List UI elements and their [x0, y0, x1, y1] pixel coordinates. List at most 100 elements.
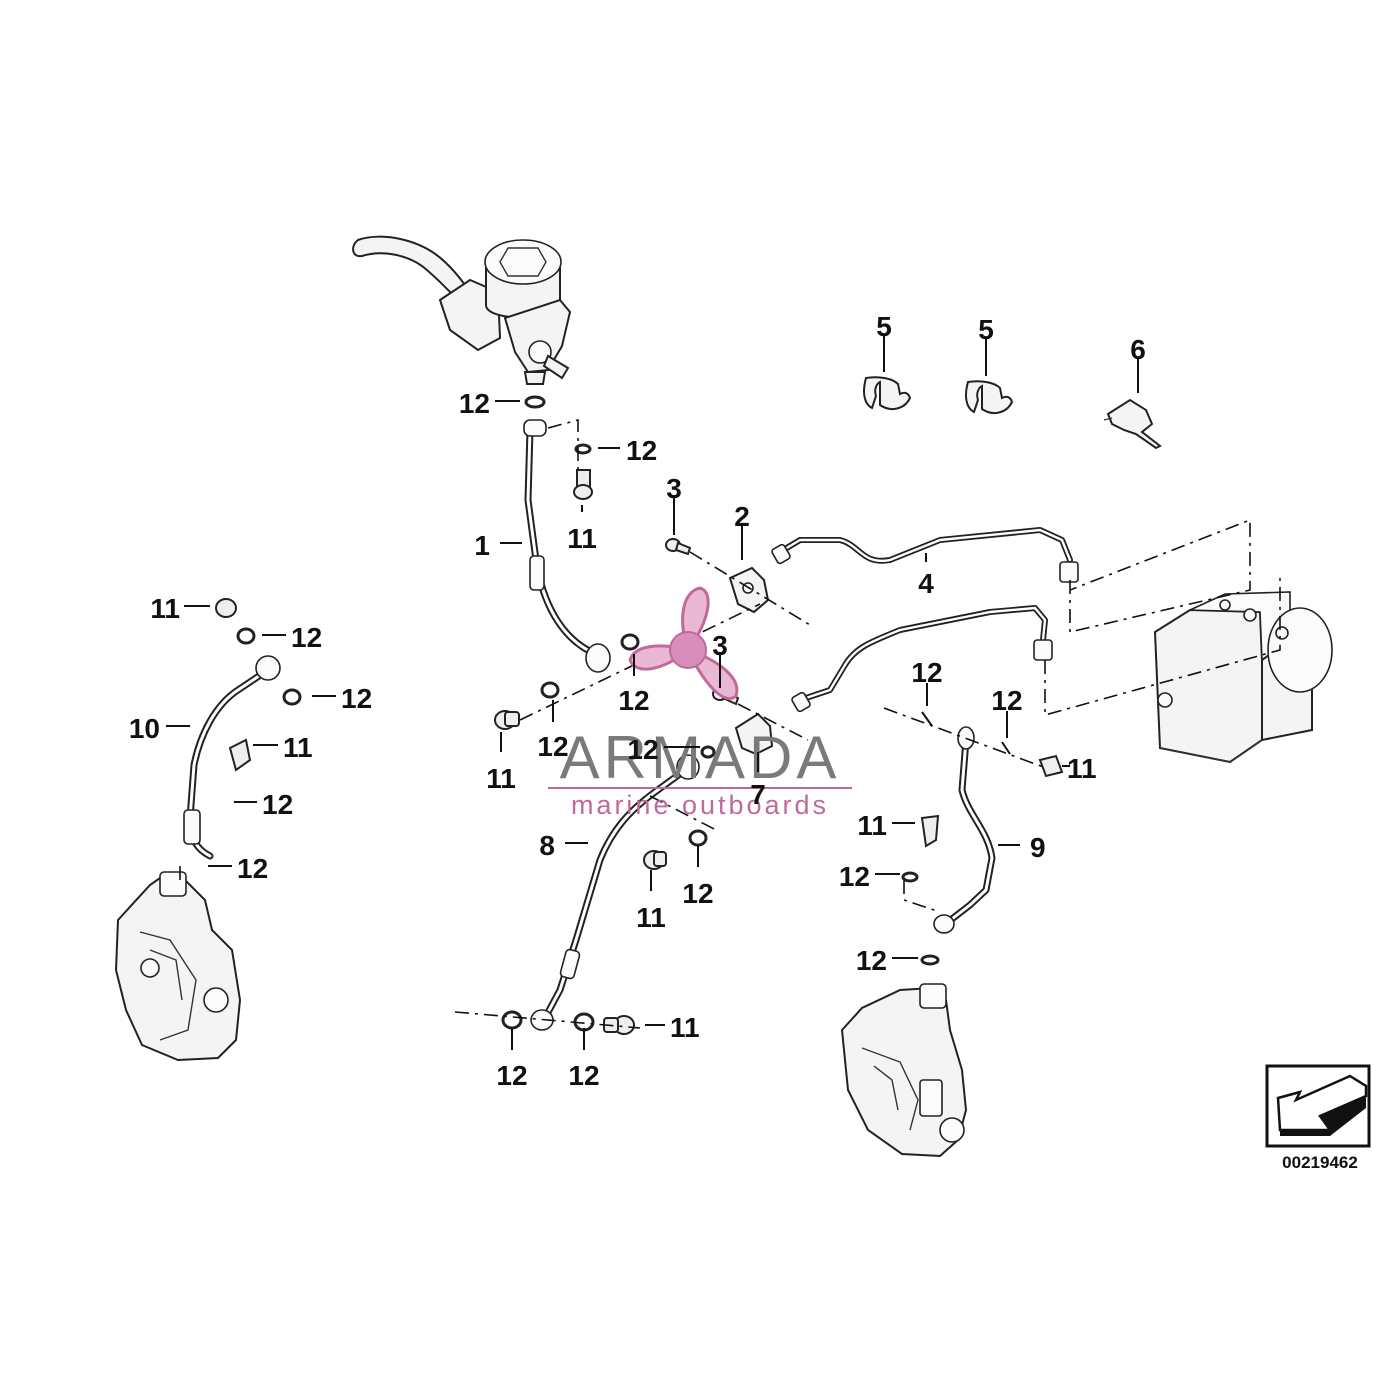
callout-number: 12: [568, 1060, 599, 1091]
callout-8: 8: [539, 830, 588, 861]
callout-12: 12: [598, 435, 657, 466]
pipe-holder: [1103, 398, 1162, 450]
callout-number: 12: [839, 861, 870, 892]
sealing-ring: [574, 443, 592, 455]
callout-12: 12: [627, 734, 700, 765]
sealing-ring: [540, 681, 560, 699]
callout-number: 11: [670, 1012, 700, 1043]
callout-number: 6: [1130, 334, 1146, 365]
pipe-clip: [965, 380, 1014, 415]
banjo-bolt: [573, 469, 593, 500]
callout-number: 12: [237, 853, 268, 884]
callout-number: 12: [911, 657, 942, 688]
callout-number: 12: [341, 683, 372, 714]
sealing-ring: [920, 954, 940, 966]
callout-number: 8: [539, 830, 555, 861]
callout-4: 4: [918, 553, 934, 599]
callout-1: 1: [474, 530, 522, 561]
brake-pipe-4: [771, 527, 1079, 713]
sealing-ring: [901, 871, 919, 883]
sealing-ring: [524, 395, 546, 409]
callout-12: 12: [856, 945, 918, 976]
callout-12: 12: [991, 685, 1023, 738]
callout-12: 12: [682, 845, 714, 909]
master-cylinder: [352, 235, 572, 385]
callout-11: 11: [567, 505, 597, 554]
bleed-bolt: [920, 814, 940, 848]
sealing-ring: [236, 627, 256, 645]
callout-9: 9: [998, 832, 1046, 863]
reference-number: 00219462: [1282, 1153, 1358, 1172]
callout-7: 7: [750, 752, 766, 810]
callout-number: 3: [712, 630, 728, 661]
callout-number: 12: [682, 878, 713, 909]
callout-12: 12: [262, 622, 322, 653]
callout-number: 5: [978, 314, 994, 345]
callout-number: 4: [918, 568, 934, 599]
reservoir-cap: [484, 239, 562, 285]
brake-hose-8: [530, 754, 700, 1031]
callout-12: 12: [208, 853, 268, 884]
callout-number: 12: [856, 945, 887, 976]
sealing-ring: [700, 745, 716, 759]
callout-3: 3: [666, 473, 682, 535]
sealing-ring: [282, 688, 302, 706]
callout-12: 12: [911, 657, 943, 706]
abs-modulator: [1153, 591, 1333, 764]
callout-number: 12: [459, 388, 490, 419]
callout-12: 12: [496, 1028, 528, 1091]
assembly-lines: [179, 418, 1281, 1029]
callout-6: 6: [1130, 334, 1146, 393]
callout-number: 11: [283, 732, 313, 763]
callout-10: 10: [129, 713, 190, 744]
callout-number: 2: [734, 501, 750, 532]
callout-number: 11: [1067, 753, 1097, 784]
callout-12: 12: [568, 1028, 600, 1091]
banjo-bolt: [1038, 754, 1064, 778]
callout-number: 1: [474, 530, 490, 561]
brake-hose-9: [933, 726, 996, 934]
callout-12: 12: [459, 388, 520, 419]
callout-number: 12: [291, 622, 322, 653]
callout-number: 11: [636, 902, 666, 933]
callout-11: 11: [1062, 753, 1097, 784]
callout-number: 12: [262, 789, 293, 820]
pipe-clip: [863, 376, 912, 411]
callout-number: 11: [567, 523, 597, 554]
callout-number: 9: [1030, 832, 1046, 863]
callout-11: 11: [636, 870, 666, 933]
brake-hose-1: [523, 419, 611, 673]
callout-number: 12: [991, 685, 1022, 716]
callout-11: 11: [645, 1012, 700, 1043]
callout-11: 11: [486, 732, 516, 794]
callout-2: 2: [734, 501, 750, 560]
watermark-tagline: marine outboards: [571, 790, 829, 820]
callout-number: 11: [150, 593, 180, 624]
callout-number: 7: [750, 779, 766, 810]
sealing-ring: [620, 633, 640, 651]
callout-12: 12: [234, 789, 293, 820]
brake-caliper-right: [840, 983, 968, 1158]
callout-number: 11: [857, 810, 887, 841]
callout-12: 12: [618, 654, 650, 716]
bleed-bolt: [228, 738, 252, 772]
banjo-bolt: [603, 1015, 635, 1035]
callout-11: 11: [253, 732, 313, 763]
watermark-brand: ARMADA: [560, 724, 841, 791]
callout-number: 10: [129, 713, 160, 744]
callout-number: 11: [486, 763, 516, 794]
banjo-bolt: [643, 850, 667, 870]
callout-number: 12: [627, 734, 658, 765]
banjo-bolt: [494, 710, 520, 730]
callout-11: 11: [150, 593, 210, 624]
watermark: ARMADA marine outboards: [548, 586, 852, 820]
callout-number: 12: [626, 435, 657, 466]
callout-12: 12: [312, 683, 372, 714]
callout-number: 12: [618, 685, 649, 716]
callout-5: 5: [978, 314, 994, 376]
propeller-icon: [628, 586, 739, 700]
sealing-ring: [688, 829, 708, 847]
brake-caliper-left: [114, 871, 242, 1062]
callout-number: 3: [666, 473, 682, 504]
